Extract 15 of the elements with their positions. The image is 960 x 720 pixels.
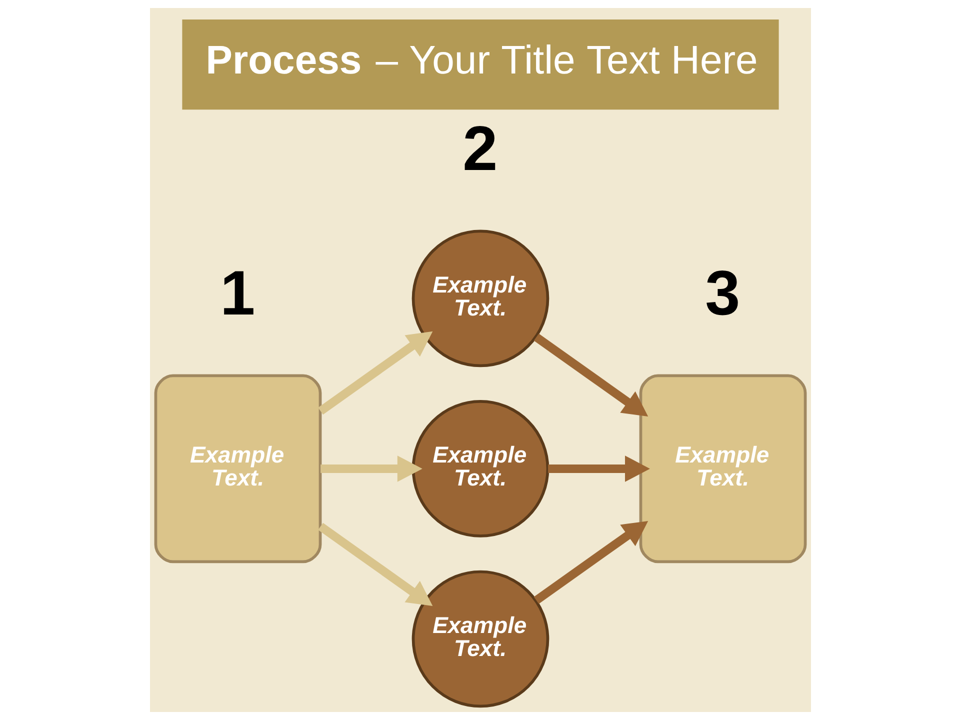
arrow [533,334,648,417]
node-box: Example Text. [154,374,322,564]
label: 1 [220,258,255,329]
node-circle: Example Text. [411,570,549,708]
arrow [533,520,648,604]
node-circle: Example Text. [411,230,549,368]
arrow [320,456,422,482]
diagram-title: Process – Your Title Text Here [205,38,758,83]
label: 2 [462,114,498,184]
node-circle: Example Text. [411,400,549,538]
arrow [318,522,432,606]
arrow [548,456,650,482]
arrow [318,331,432,415]
label: 3 [704,258,740,329]
node-box: Example Text. [638,374,806,564]
